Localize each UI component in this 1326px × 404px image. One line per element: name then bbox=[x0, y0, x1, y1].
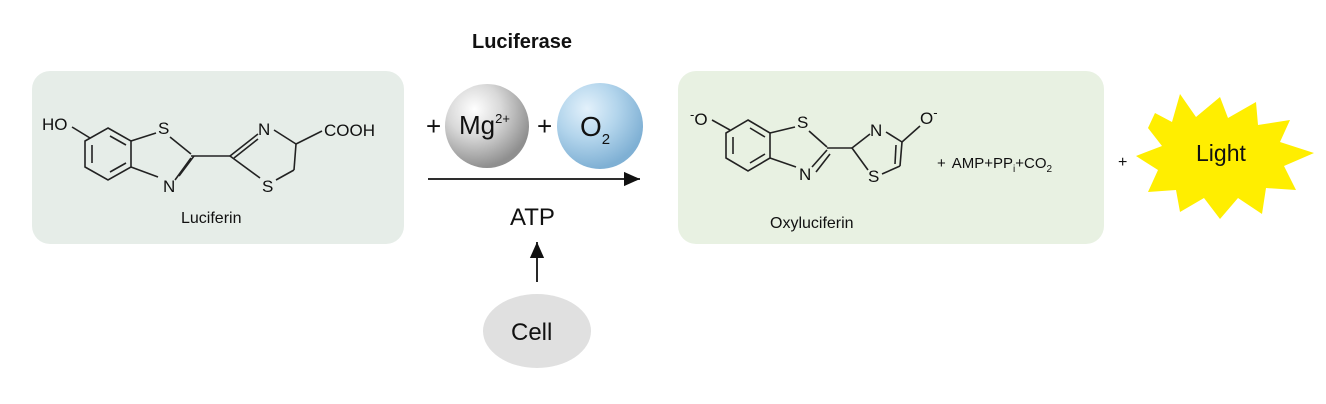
light-label: Light bbox=[1196, 140, 1246, 166]
enzyme-label: Luciferase bbox=[472, 31, 572, 53]
o-left-label: -O bbox=[690, 107, 708, 129]
ox-n2-label: N bbox=[870, 121, 882, 140]
o2-sphere bbox=[557, 83, 643, 169]
oxyluciferin-structure: -O S N N S O- bbox=[690, 105, 938, 186]
s1-label: S bbox=[158, 119, 169, 138]
mg-label: Mg2+ bbox=[459, 110, 510, 140]
plus-sign-3: + bbox=[1118, 154, 1127, 171]
ox-s1-label: S bbox=[797, 113, 808, 132]
byproducts: +AMP+PPi+CO2 bbox=[937, 155, 1053, 175]
s2-label: S bbox=[262, 177, 273, 196]
ox-n1-label: N bbox=[799, 165, 811, 184]
plus-sign-1: + bbox=[426, 111, 441, 141]
luciferin-panel bbox=[32, 71, 404, 244]
luciferin-name: Luciferin bbox=[181, 210, 241, 227]
n2-label: N bbox=[258, 120, 270, 139]
o-right-label: O- bbox=[920, 105, 938, 128]
oxyluciferin-panel bbox=[678, 71, 1104, 244]
light-burst bbox=[1136, 94, 1314, 219]
cell-label: Cell bbox=[511, 319, 552, 346]
mg-sphere bbox=[445, 84, 529, 168]
cell-oval bbox=[483, 294, 591, 368]
cooh-label: COOH bbox=[324, 121, 375, 140]
atp-label: ATP bbox=[510, 204, 555, 231]
plus-sign-2: + bbox=[537, 111, 552, 141]
o2-label: O2 bbox=[580, 111, 610, 148]
n1-label: N bbox=[163, 177, 175, 196]
oxyluciferin-name: Oxyluciferin bbox=[770, 215, 854, 232]
ox-s2-label: S bbox=[868, 167, 879, 186]
ho-label: HO bbox=[42, 115, 68, 134]
luciferin-structure: HO S N N S COOH bbox=[42, 115, 375, 196]
